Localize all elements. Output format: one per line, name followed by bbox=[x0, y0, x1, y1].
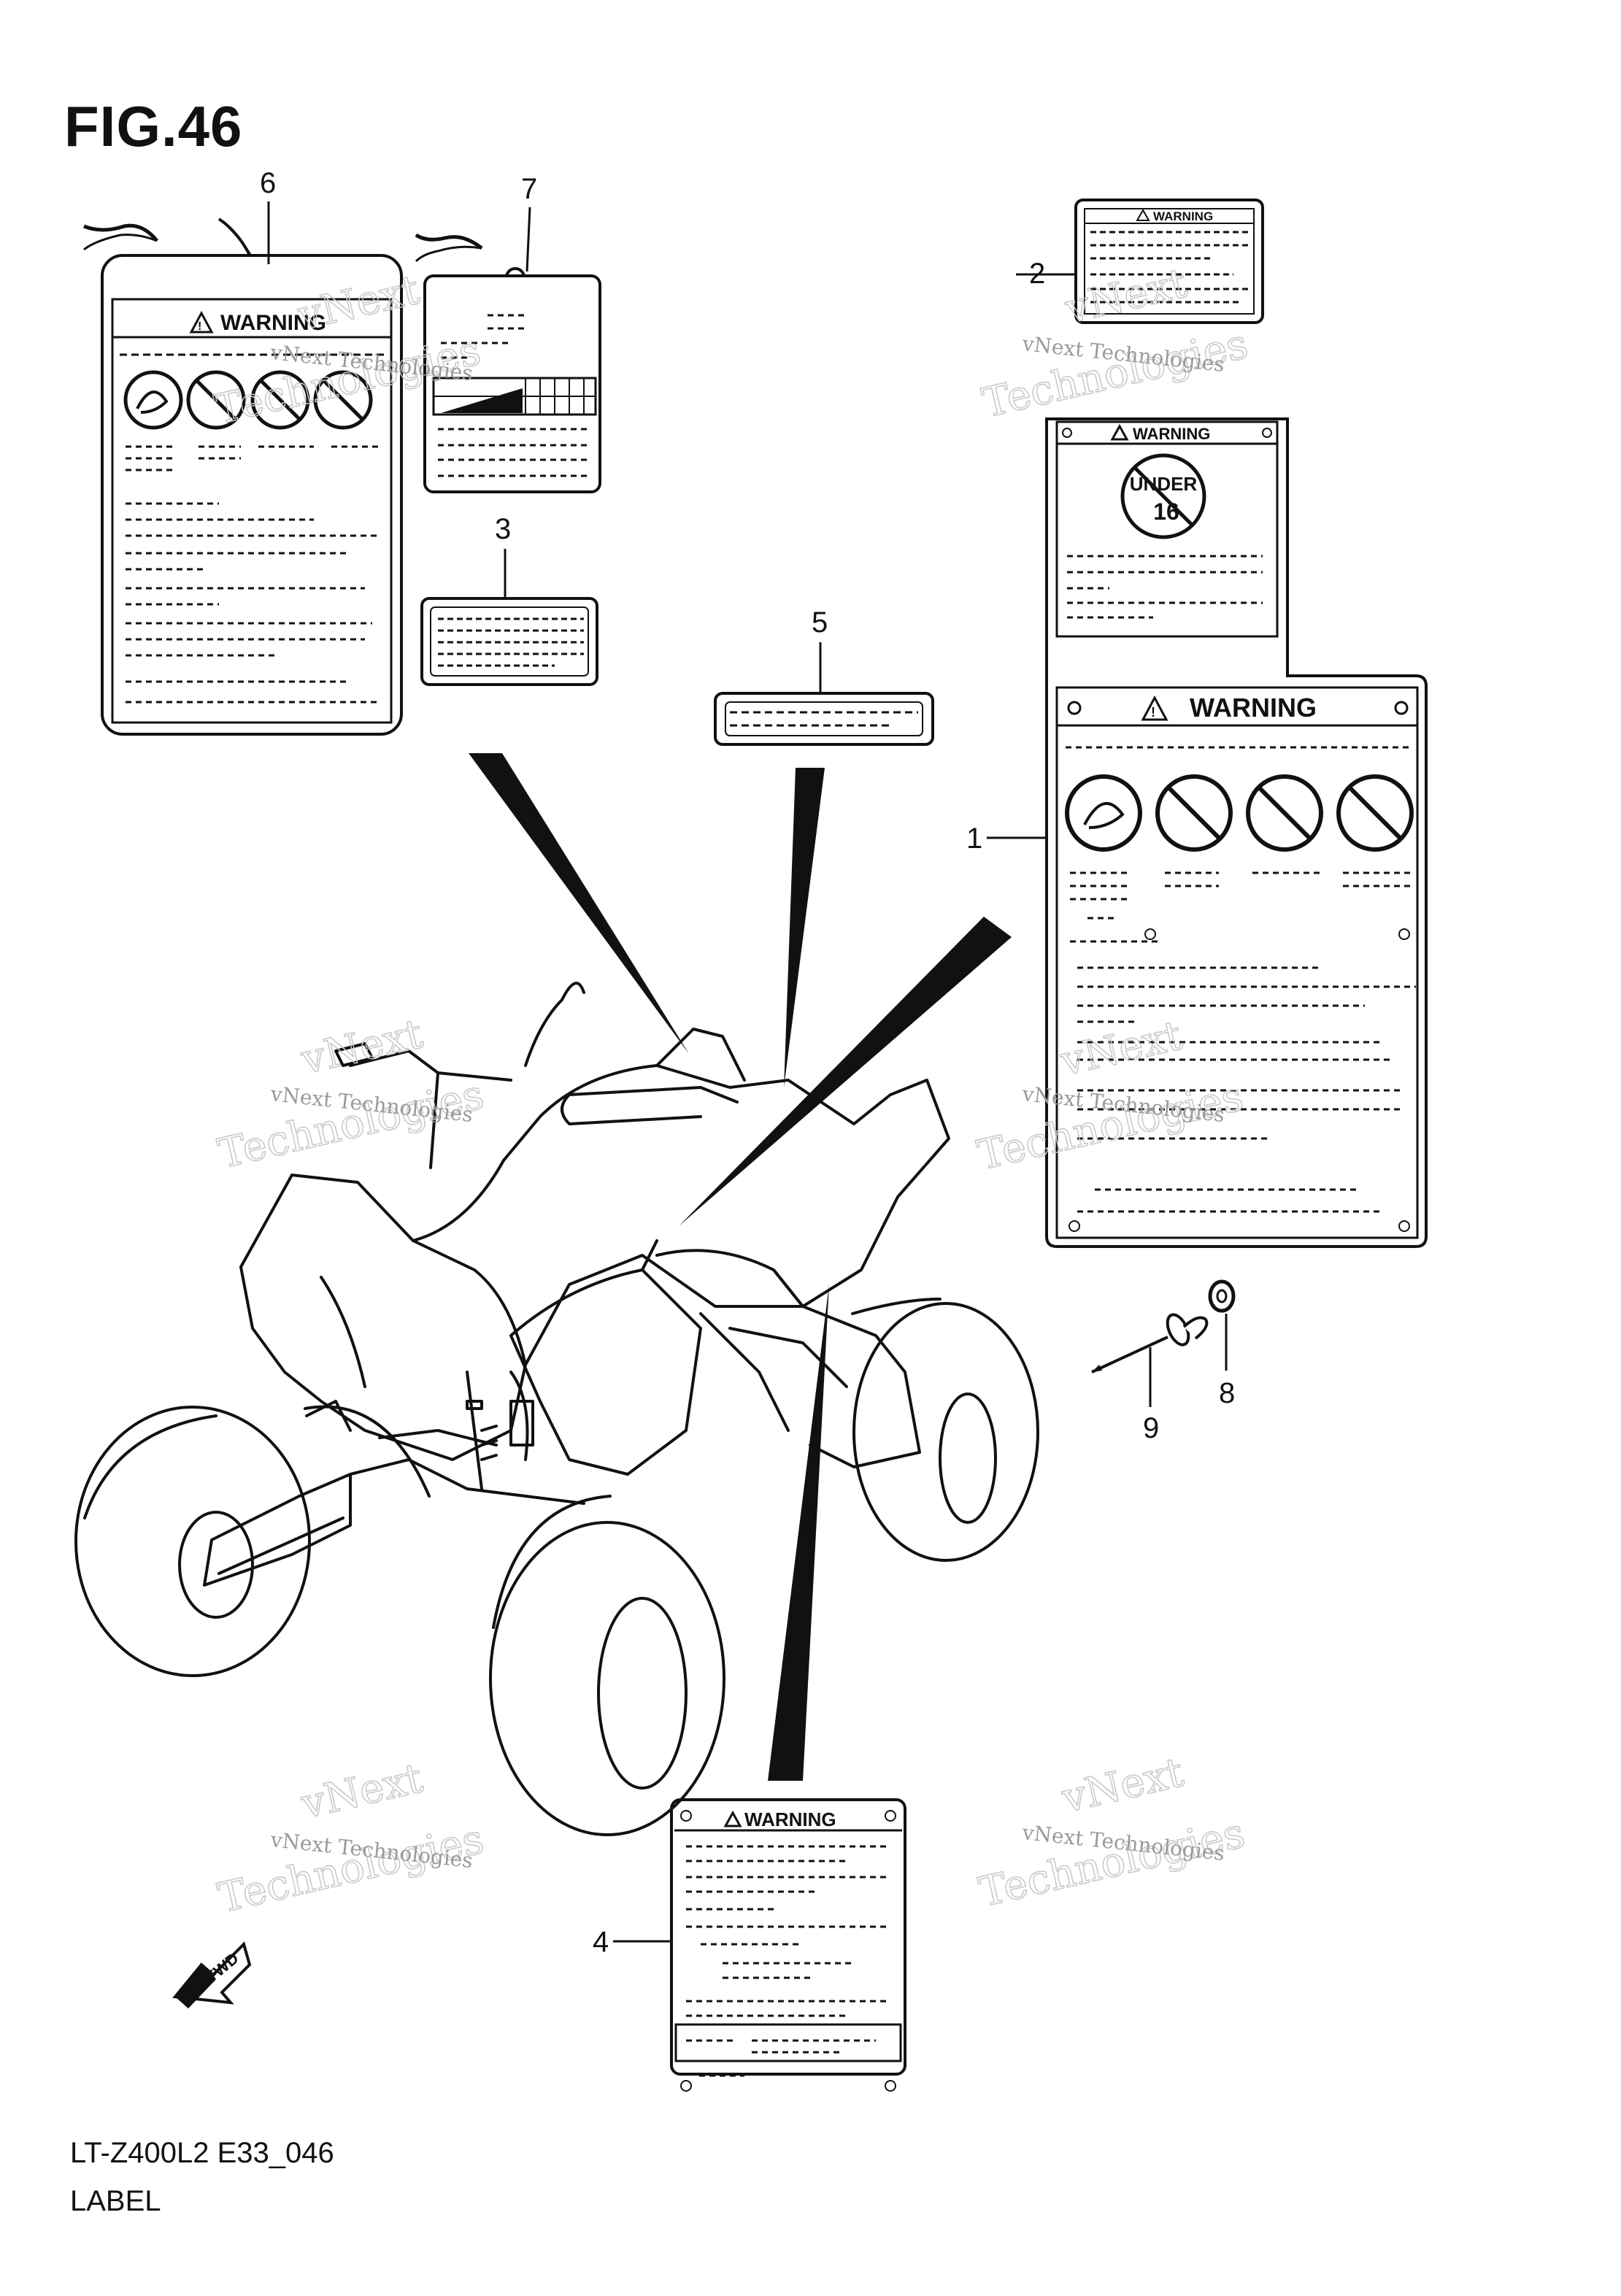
model-code: LT-Z400L2 E33_046 bbox=[70, 2137, 334, 2169]
label-6-warning-text: WARNING bbox=[220, 311, 326, 335]
figure-title: FIG.46 bbox=[64, 94, 243, 158]
svg-text:16: 16 bbox=[1153, 498, 1179, 525]
figure-caption: LABEL bbox=[70, 2185, 161, 2217]
washer-part-8 bbox=[1208, 1279, 1236, 1313]
fwd-arrow-icon: FWD bbox=[172, 1941, 252, 2008]
leader-wedges bbox=[469, 753, 1012, 1781]
label-5 bbox=[714, 692, 934, 746]
svg-text:!: ! bbox=[1151, 705, 1155, 720]
label-4-warning-text: WARNING bbox=[744, 1808, 836, 1830]
atv-drawing bbox=[74, 982, 1039, 1836]
prohibition-icons bbox=[1065, 774, 1414, 852]
svg-text:!: ! bbox=[198, 320, 201, 333]
hang-tag-label-7 bbox=[415, 233, 601, 493]
svg-text:UNDER: UNDER bbox=[1130, 473, 1198, 495]
label-4: WARNING bbox=[670, 1798, 906, 2092]
callout-1: 1 bbox=[966, 823, 982, 855]
callout-4: 4 bbox=[593, 1926, 609, 1958]
callout-3: 3 bbox=[495, 513, 511, 545]
svg-text:vNext: vNext bbox=[296, 1754, 428, 1828]
callout-8: 8 bbox=[1219, 1377, 1235, 1409]
label-2: WARNING bbox=[1074, 199, 1264, 324]
rivet-part-9 bbox=[1091, 1313, 1209, 1374]
label-3 bbox=[420, 597, 598, 686]
prohibition-icons bbox=[123, 370, 373, 430]
callout-7: 7 bbox=[521, 173, 537, 205]
svg-text:vNext: vNext bbox=[1058, 1749, 1189, 1822]
label-1-upper-warning-text: WARNING bbox=[1133, 425, 1210, 443]
warning-triangle-icon: ! bbox=[1141, 695, 1168, 721]
label-2-warning-text: WARNING bbox=[1153, 209, 1213, 223]
hang-tag-label-6: ! WARNING bbox=[83, 217, 403, 736]
label-1-lower-warning-text: WARNING bbox=[1190, 693, 1317, 723]
svg-text:Technologies: Technologies bbox=[214, 1071, 488, 1178]
label-1: WARNING UNDER 16 ! WARNING bbox=[1045, 417, 1428, 1248]
callout-6: 6 bbox=[260, 167, 276, 199]
svg-text:vNext: vNext bbox=[296, 1010, 428, 1084]
under-16-prohibition-icon: UNDER 16 bbox=[1120, 453, 1206, 539]
callout-9: 9 bbox=[1143, 1412, 1159, 1444]
callout-5: 5 bbox=[812, 606, 828, 639]
warning-triangle-icon: ! bbox=[189, 310, 214, 334]
